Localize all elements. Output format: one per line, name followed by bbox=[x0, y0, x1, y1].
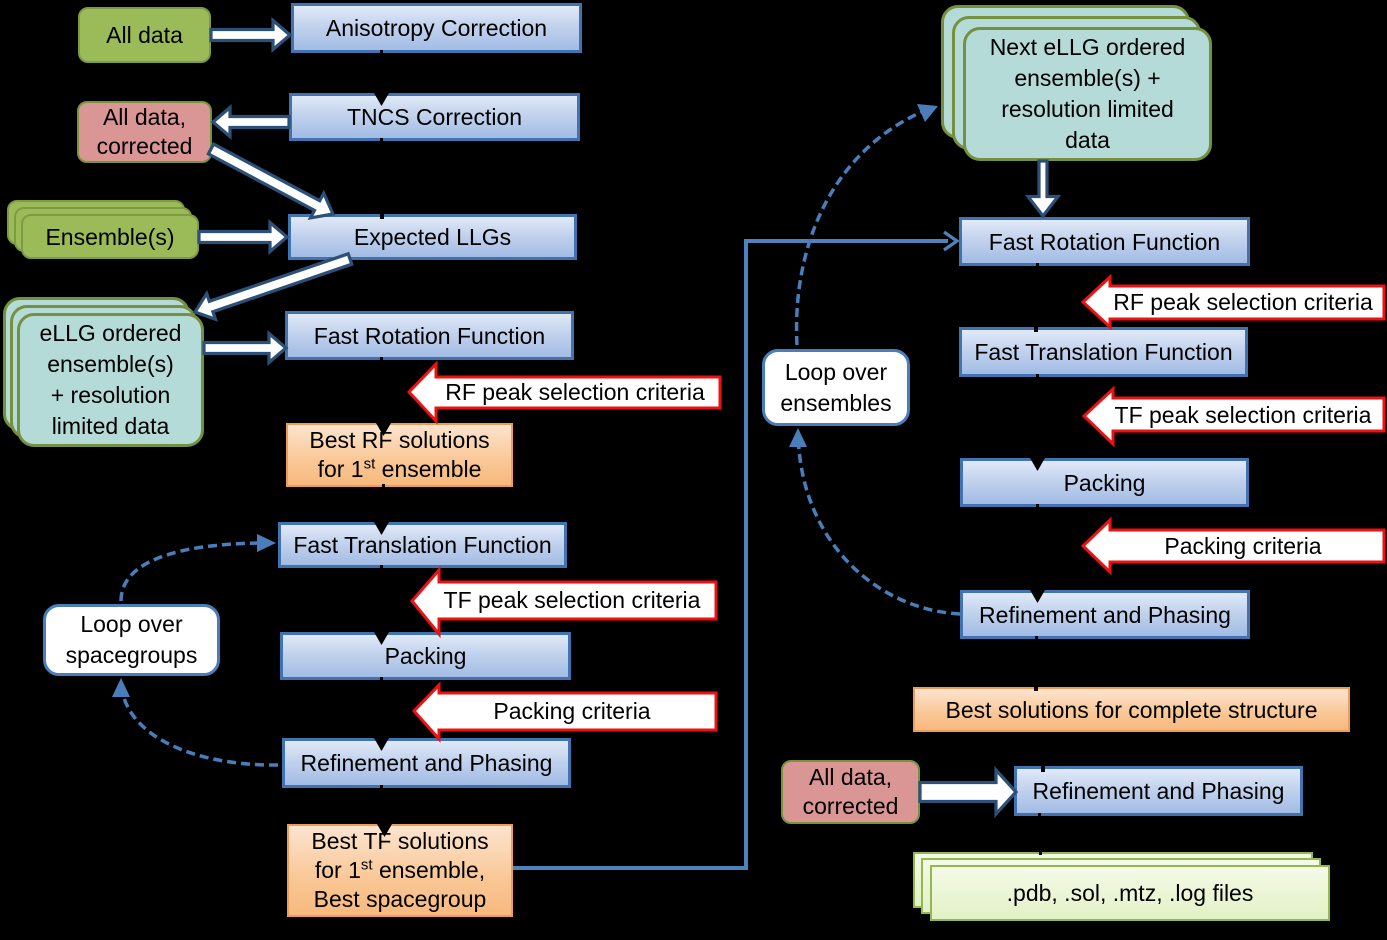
svg-text:Packing criteria: Packing criteria bbox=[1164, 533, 1321, 559]
svg-text:RF peak selection criteria: RF peak selection criteria bbox=[445, 379, 705, 405]
svg-text:TF peak selection criteria: TF peak selection criteria bbox=[444, 587, 701, 613]
svg-text:Packing criteria: Packing criteria bbox=[493, 698, 650, 724]
svg-text:TF peak selection criteria: TF peak selection criteria bbox=[1115, 402, 1372, 428]
svg-text:RF peak selection criteria: RF peak selection criteria bbox=[1113, 289, 1373, 315]
